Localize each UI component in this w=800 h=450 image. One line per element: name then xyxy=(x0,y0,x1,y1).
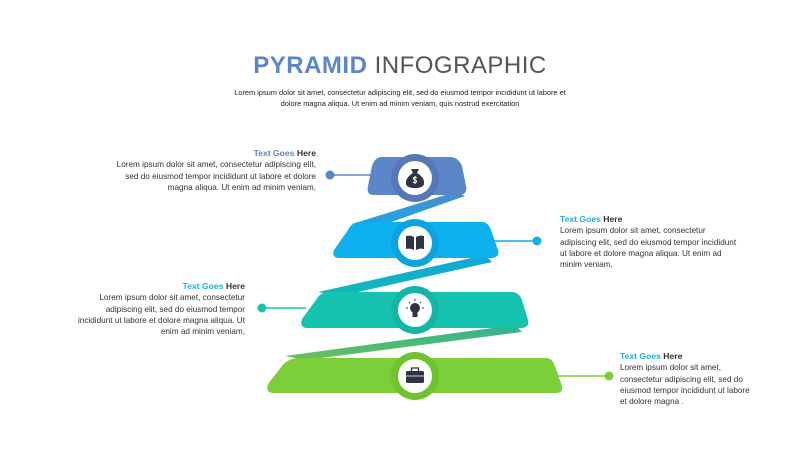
item-4-line: eiusmod tempor incididunt ut labore xyxy=(620,385,750,395)
item-2-line: minim veniam, xyxy=(560,260,613,270)
item-2-line: ut labore et dolore magna aliqua. Ut eni… xyxy=(560,248,722,258)
ribbon-1-2 xyxy=(352,192,465,226)
ribbon-3-4 xyxy=(285,325,522,360)
page-title: PYRAMID INFOGRAPHIC xyxy=(253,52,547,79)
item-3-line: enim ad minim veniam, xyxy=(160,327,245,337)
ribbon-2-3 xyxy=(318,255,492,296)
item-3-text: Text Goes Here Lorem ipsum dolor sit ame… xyxy=(78,281,245,337)
item-1-line: sed do eiusmod tempor incididunt ut labo… xyxy=(125,171,316,181)
item-1-text: Text Goes Here Lorem ipsum dolor sit ame… xyxy=(117,148,316,193)
item-1-line: magna aliqua. Ut enim ad minim veniam, xyxy=(167,182,316,192)
item-2-line: adipiscing elit, sed do eiusmod tempor i… xyxy=(560,237,737,247)
connector-dot-4 xyxy=(604,371,614,381)
book-icon xyxy=(391,219,439,267)
item-3-title: Text Goes Here xyxy=(182,281,245,291)
connector-dot-3 xyxy=(257,303,267,313)
item-2-title: Text Goes Here xyxy=(560,214,623,224)
connector-dot-2 xyxy=(532,236,542,246)
item-4-title: Text Goes Here xyxy=(620,351,683,361)
item-4-line: consectetur adipiscing elit, sed do xyxy=(620,374,743,384)
item-1-title: Text Goes Here xyxy=(253,148,316,158)
item-4-line: et dolore magna . xyxy=(620,397,684,407)
item-2-text: Text Goes Here Lorem ipsum dolor sit ame… xyxy=(560,214,736,270)
item-4-text: Text Goes Here Lorem ipsum dolor sit ame… xyxy=(620,351,750,407)
item-4-line: Lorem ipsum dolor sit amet, xyxy=(620,363,722,373)
briefcase-icon xyxy=(391,352,439,400)
item-3-line: adipiscing elit, sed do eiusmod tempor xyxy=(105,304,245,314)
item-3-line: incididunt ut labore et dolore magna ali… xyxy=(77,315,245,325)
lightbulb-icon xyxy=(391,286,439,334)
subtitle: Lorem ipsum dolor sit amet, consectetur … xyxy=(234,88,566,108)
item-3-line: Lorem ipsum dolor sit amet, consectetur xyxy=(99,293,245,303)
connector-dot-1 xyxy=(325,170,335,180)
money-bag-icon xyxy=(391,154,439,202)
item-1-line: Lorem ipsum dolor sit amet, consectetur … xyxy=(116,160,316,170)
item-2-line: Lorem ipsum dolor sit amet, consectetur xyxy=(560,226,706,236)
